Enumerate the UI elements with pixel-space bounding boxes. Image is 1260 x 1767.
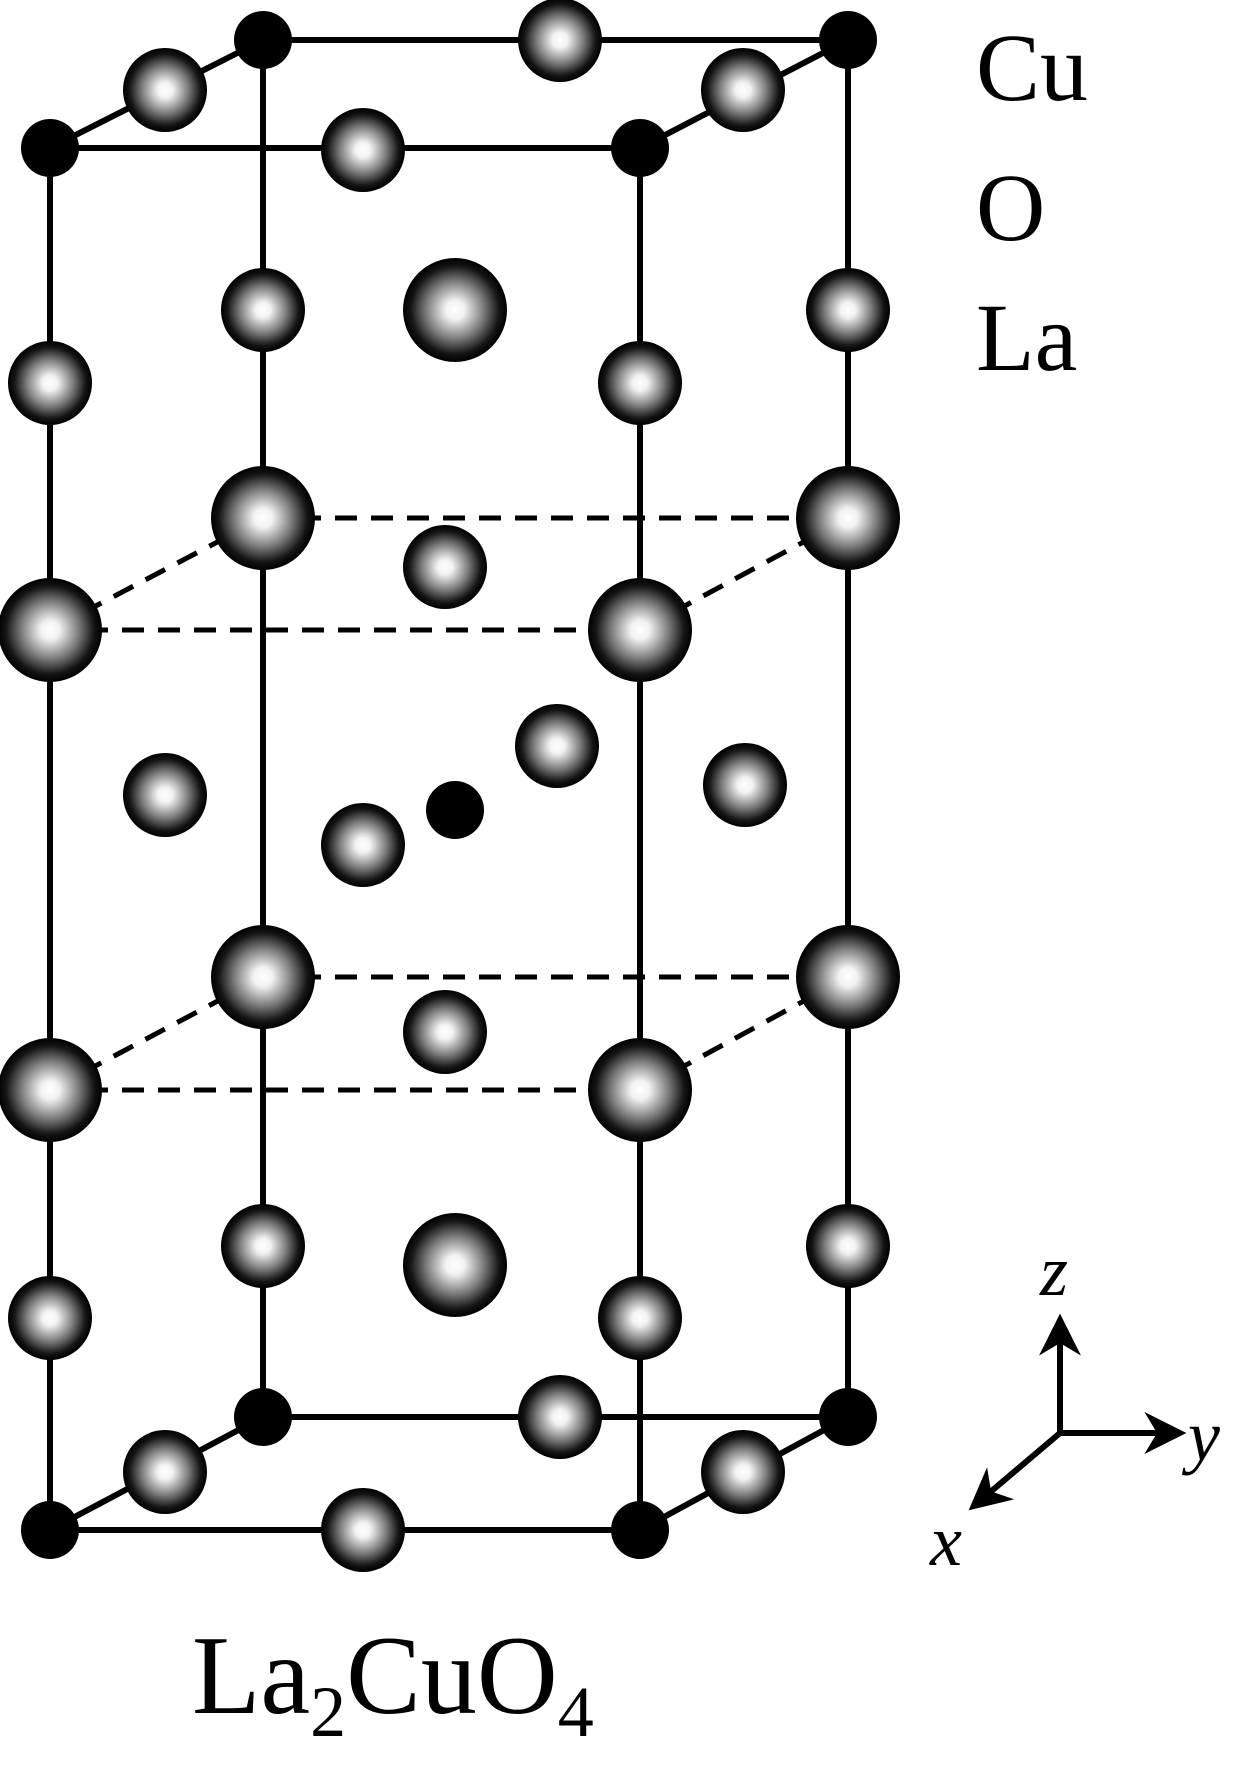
- lanthanum-atom: [211, 925, 315, 1029]
- formula-text: CuO: [346, 1614, 558, 1738]
- copper-atom: [234, 11, 292, 69]
- legend-la-label: La: [976, 284, 1078, 391]
- oxygen-atom: [123, 753, 207, 837]
- copper-atom: [611, 1501, 669, 1559]
- oxygen-atom: [221, 268, 305, 352]
- oxygen-atom: [598, 1276, 682, 1360]
- chemical-formula: La2CuO4: [192, 1620, 594, 1748]
- oxygen-atom: [806, 1204, 890, 1288]
- oxygen-atom: [403, 990, 487, 1074]
- legend-cu-label: Cu: [976, 14, 1089, 121]
- lanthanum-atom: [588, 578, 692, 682]
- oxygen-atom: [8, 341, 92, 425]
- lanthanum-atom: [0, 1038, 102, 1142]
- lanthanum-atom: [0, 578, 102, 682]
- oxygen-atom: [701, 1430, 785, 1514]
- copper-atom: [426, 781, 484, 839]
- oxygen-atom: [403, 525, 487, 609]
- x-axis-label: x: [930, 1501, 962, 1581]
- x-axis-arrow: [968, 1430, 1062, 1511]
- z-axis-label: z: [1040, 1231, 1069, 1311]
- oxygen-atom: [221, 1204, 305, 1288]
- formula-subscript: 2: [310, 1672, 347, 1753]
- oxygen-atom: [8, 1276, 92, 1360]
- axes-indicator: [968, 1313, 1187, 1511]
- oxygen-atom: [123, 1430, 207, 1514]
- oxygen-atom: [123, 48, 207, 132]
- copper-atom: [21, 119, 79, 177]
- oxygen-atom: [701, 48, 785, 132]
- copper-atom: [611, 119, 669, 177]
- lanthanum-atom: [211, 466, 315, 570]
- oxygen-atom: [321, 108, 405, 192]
- oxygen-atom: [321, 1488, 405, 1572]
- oxygen-atom: [515, 704, 599, 788]
- oxygen-atom: [321, 803, 405, 887]
- copper-atom: [21, 1501, 79, 1559]
- lanthanum-atom: [403, 1213, 507, 1317]
- oxygen-atom: [806, 268, 890, 352]
- oxygen-atom: [518, 1375, 602, 1459]
- formula-subscript: 4: [557, 1672, 594, 1753]
- copper-atom: [819, 11, 877, 69]
- legend-o-label: O: [976, 154, 1046, 261]
- atoms-group: [0, 0, 900, 1572]
- oxygen-atom: [703, 743, 787, 827]
- oxygen-atom: [518, 0, 602, 82]
- formula-text: La: [192, 1614, 311, 1738]
- oxygen-atom: [598, 341, 682, 425]
- lanthanum-atom: [796, 925, 900, 1029]
- lanthanum-atom: [796, 466, 900, 570]
- copper-atom: [234, 1388, 292, 1446]
- copper-atom: [819, 1388, 877, 1446]
- lanthanum-atom: [403, 258, 507, 362]
- y-axis-label: y: [1188, 1396, 1220, 1476]
- lanthanum-atom: [588, 1038, 692, 1142]
